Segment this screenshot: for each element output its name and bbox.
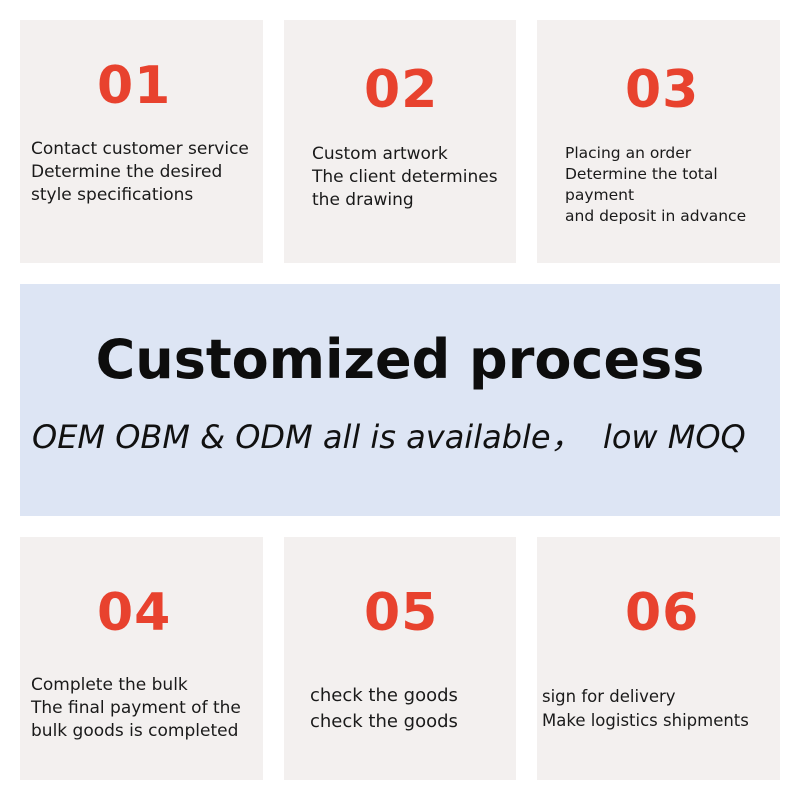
step-description-01: Contact customer service Determine the d…: [31, 139, 249, 205]
step-card-06: [537, 537, 780, 780]
step-description-03: Placing an order Determine the total pay…: [565, 144, 747, 225]
step-number-05: 05: [364, 583, 439, 643]
step-number-04: 04: [97, 583, 172, 643]
page-title: Customized process: [95, 328, 705, 391]
step-number-03: 03: [625, 60, 700, 120]
step-number-01: 01: [97, 56, 172, 116]
title-banner: [20, 284, 780, 516]
page-subtitle: OEM OBM & ODM all is available， low MOQ: [32, 418, 746, 456]
step-card-03: [537, 20, 780, 263]
step-card-01: [20, 20, 263, 263]
step-card-02: [284, 20, 516, 263]
step-card-04: [20, 537, 263, 780]
step-number-02: 02: [364, 60, 439, 120]
step-description-02: Custom artwork The client determines the…: [312, 144, 498, 210]
step-description-04: Complete the bulk The final payment of t…: [31, 675, 241, 741]
step-number-06: 06: [625, 583, 700, 643]
step-description-06: sign for delivery Make logistics shipmen…: [542, 687, 749, 730]
step-card-05: [284, 537, 516, 780]
step-description-05: check the goods check the goods: [310, 685, 458, 732]
